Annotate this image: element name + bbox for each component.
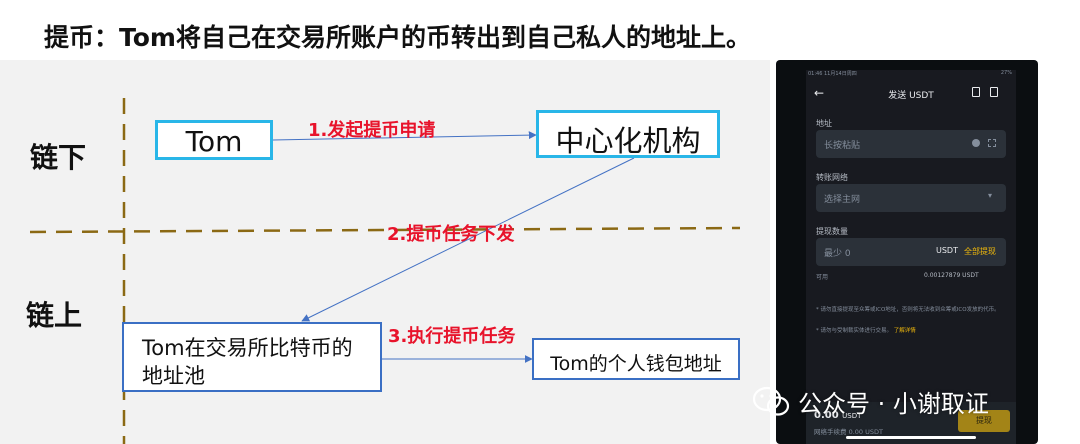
onchain-label: 链上 [26,299,83,332]
history-icon[interactable] [990,87,998,97]
learn-more-link[interactable]: 了解详情 [893,328,916,334]
header-title: 发送 USDT [888,91,934,101]
submit-button[interactable]: 提现 [958,410,1010,432]
app-panel: 01:46 11月14日周四 27% ← 发送 USDT 地址 长按粘贴 转账网… [806,70,1016,444]
pool-box-line1: Tom在交易所比特币的 [142,336,353,360]
amount-placeholder: 最少 0 [824,249,851,259]
center-box-text: 中心化机构 [555,124,701,158]
phone-screenshot: 01:46 11月14日周四 27% ← 发送 USDT 地址 长按粘贴 转账网… [776,60,1038,444]
receive-amount-value: 0.00 [814,410,839,421]
address-field[interactable]: 长按粘贴 [816,130,1006,158]
tom-box: Tom [155,120,273,160]
network-placeholder: 选择主网 [824,195,861,205]
network-label: 转账网络 [816,173,848,182]
wallet-box: Tom的个人钱包地址 [532,338,740,380]
scan-icon[interactable] [988,139,996,147]
note-ico: * 请勿直接提现至众筹或ICO地址，否则将无法收到众筹或ICO发放的代币。 [816,307,1000,313]
home-indicator [846,436,976,439]
arrow-tom-to-center [272,131,537,141]
submit-button-label: 提现 [976,416,992,425]
watermark-text: 公众号 · 小谢取证 [798,390,989,418]
wechat-icon [752,386,790,416]
status-bar-battery: 27% [1000,70,1012,76]
contact-icon[interactable] [972,139,980,147]
address-book-icon[interactable] [972,87,980,97]
offchain-label: 链下 [30,141,87,174]
arrow-center-to-pool [301,157,635,322]
back-arrow-icon[interactable]: ← [814,86,825,100]
fee-text: 网络手续费 0.00 USDT [814,428,883,436]
horizontal-divider [29,226,741,234]
note-sanctions-text: * 请勿与受制裁实体进行交易。 [816,328,892,334]
pool-box: Tom在交易所比特币的 地址池 [122,322,382,392]
available-value: 0.00127879 USDT [924,272,979,279]
center-box: 中心化机构 [536,110,720,158]
withdraw-all-button[interactable]: 全部提现 [964,247,996,256]
step2-label: 2.提币任务下发 [387,224,515,245]
wallet-box-text: Tom的个人钱包地址 [550,353,722,375]
receive-amount-unit: USDT [842,412,862,420]
amount-field[interactable]: 最少 0 USDT 全部提现 [816,238,1006,266]
pool-box-line2: 地址池 [142,364,205,388]
address-label: 地址 [816,119,832,128]
watermark: 公众号 · 小谢取证 [752,384,989,419]
network-select[interactable]: 选择主网 ▾ [816,184,1006,212]
step1-label: 1.发起提币申请 [308,120,436,141]
step3-label: 3.执行提币任务 [388,326,516,347]
amount-label: 提现数量 [816,227,848,236]
address-placeholder: 长按粘贴 [824,141,861,151]
flow-diagram: 链下 链上 Tom 中心化机构 1.发起提币申请 2.提币任务下发 3.执行提币… [0,60,770,444]
note-sanctions: * 请勿与受制裁实体进行交易。 了解详情 [816,326,916,334]
available-label: 可用 [816,274,829,281]
tom-box-text: Tom [185,125,243,158]
page-title: 提币：Tom将自己在交易所账户的币转出到自己私人的地址上。 [44,23,751,52]
amount-unit: USDT [936,246,958,255]
receive-amount: 0.00 USDT [814,410,861,421]
status-bar-time: 01:46 11月14日周四 [808,71,857,77]
chevron-down-icon: ▾ [988,191,993,200]
